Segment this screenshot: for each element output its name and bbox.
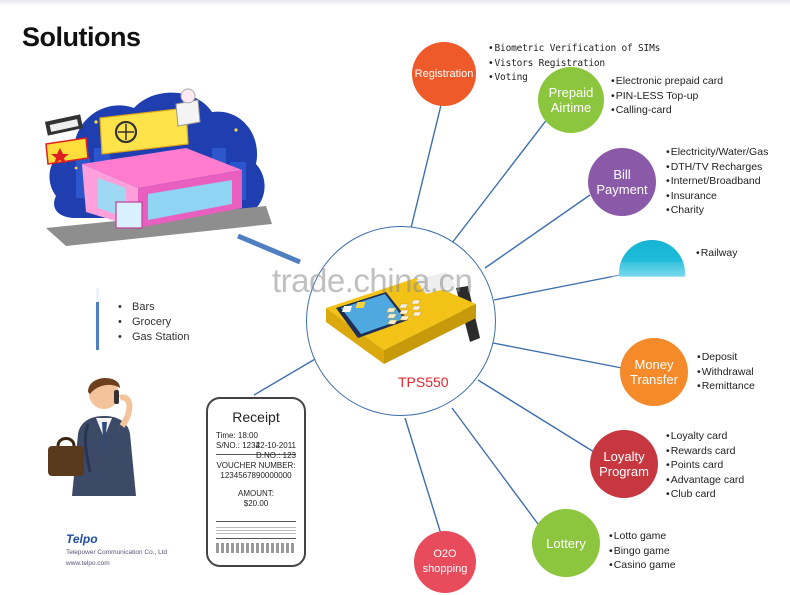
receipt-divider	[216, 538, 296, 539]
list-item: Biometric Verification of SIMs	[488, 42, 661, 57]
node-o2o-shopping: O2O shopping	[414, 531, 476, 593]
receipt-divider	[216, 521, 296, 522]
watermark: trade.china.cn	[272, 262, 473, 299]
receipt-fine-print	[216, 525, 296, 535]
connector-bill	[484, 194, 591, 269]
bill-list: Electricity/Water/Gas DTH/TV Recharges I…	[666, 145, 769, 218]
receipt-sno: S/NO.: 1234	[216, 441, 261, 450]
receipt-voucher-label: VOUCHER NUMBER:	[216, 461, 296, 470]
list-item: DTH/TV Recharges	[666, 160, 768, 175]
list-item: Internet/Broadband	[666, 174, 768, 189]
receipt-amount-label: AMOUNT:	[238, 489, 274, 498]
list-item: Advantage card	[666, 473, 745, 488]
list-item: Calling-card	[611, 103, 723, 118]
list-item: Vistors Registration	[488, 57, 660, 72]
list-item: Loyalty card	[666, 429, 744, 444]
connector-loyalty	[477, 379, 595, 453]
lottery-list: Lotto game Bingo game Casino game	[609, 529, 676, 573]
receipt-signature-line	[216, 543, 296, 553]
list-item: Remittance	[697, 379, 755, 394]
connector-lottery	[451, 407, 539, 525]
list-item: Insurance	[666, 189, 768, 204]
list-item: Rewards card	[666, 444, 744, 459]
list-item: Lotto game	[609, 529, 676, 544]
left-list-fade	[90, 280, 160, 302]
list-item: Electricity/Water/Gas	[666, 145, 769, 160]
list-item: Bars	[118, 300, 189, 315]
registration-list: Biometric Verification of SIMs Vistors R…	[488, 42, 661, 86]
list-item: Grocery	[118, 315, 189, 330]
businessman-illustration	[48, 377, 136, 496]
receipt-time: Time: 18:00	[216, 431, 258, 440]
node-registration: Registration	[412, 42, 476, 106]
node-prepaid-airtime: Prepaid Airtime	[538, 67, 604, 133]
list-item: Withdrawal	[697, 365, 755, 380]
brand-logo: Telpo	[66, 532, 98, 546]
connector-railway	[493, 274, 621, 301]
list-item: Charity	[666, 203, 768, 218]
connector-o2o	[404, 417, 442, 535]
pos-terminal-image	[326, 272, 480, 364]
list-item: Points card	[666, 458, 744, 473]
list-item: Bingo game	[609, 544, 676, 559]
list-item: PIN-LESS Top-up	[611, 89, 723, 104]
node-money-transfer: Money Transfer	[620, 338, 688, 406]
railway-fade	[612, 262, 696, 308]
railway-list: Railway	[696, 246, 738, 261]
list-item: Casino game	[609, 558, 676, 573]
list-item: Gas Station	[118, 330, 189, 345]
brand-url: www.telpo.com	[66, 560, 110, 567]
connector-prepaid	[451, 117, 549, 244]
receipt-date: 22-10-2011	[255, 441, 296, 450]
prepaid-list: Electronic prepaid card PIN-LESS Top-up …	[611, 74, 723, 118]
top-band	[0, 0, 790, 6]
receipt-voucher-number: 1234567890000000	[220, 471, 292, 480]
node-lottery: Lottery	[532, 509, 600, 577]
receipt-time-row: Time: 18:00 22-10-2011	[216, 431, 296, 450]
connector-registration	[409, 100, 443, 233]
loyalty-list: Loyalty card Rewards card Points card Ad…	[666, 429, 745, 502]
list-item: Club card	[666, 487, 744, 502]
list-item: Electronic prepaid card	[611, 74, 723, 89]
node-bill-payment: Bill Payment	[588, 148, 656, 216]
receipt-amount-value: $20.00	[243, 499, 269, 508]
receipt-divider	[216, 454, 296, 455]
list-item: Railway	[696, 246, 738, 261]
money-list: Deposit Withdrawal Remittance	[697, 350, 755, 394]
receipt-dno: D.NO.: 123	[255, 451, 296, 460]
node-loyalty-program: Loyalty Program	[590, 430, 658, 498]
receipt-number-row: S/NO.: 1234 D.NO.: 123	[216, 441, 296, 460]
connector-money	[492, 342, 623, 369]
receipt: Receipt Time: 18:00 22-10-2011 S/NO.: 12…	[206, 397, 306, 567]
receipt-title: Receipt	[232, 409, 280, 425]
store-illustration	[44, 88, 272, 246]
connector-store	[237, 233, 301, 265]
product-label: TPS550	[398, 374, 449, 390]
connector-receipt	[253, 354, 323, 396]
brand-company: Telepower Communication Co., Ltd	[66, 549, 168, 556]
page-title: Solutions	[22, 22, 141, 52]
left-merchant-list: Bars Grocery Gas Station	[118, 300, 189, 345]
left-list-bar	[96, 288, 99, 350]
list-item: Voting	[488, 71, 660, 86]
list-item: Deposit	[697, 350, 755, 365]
